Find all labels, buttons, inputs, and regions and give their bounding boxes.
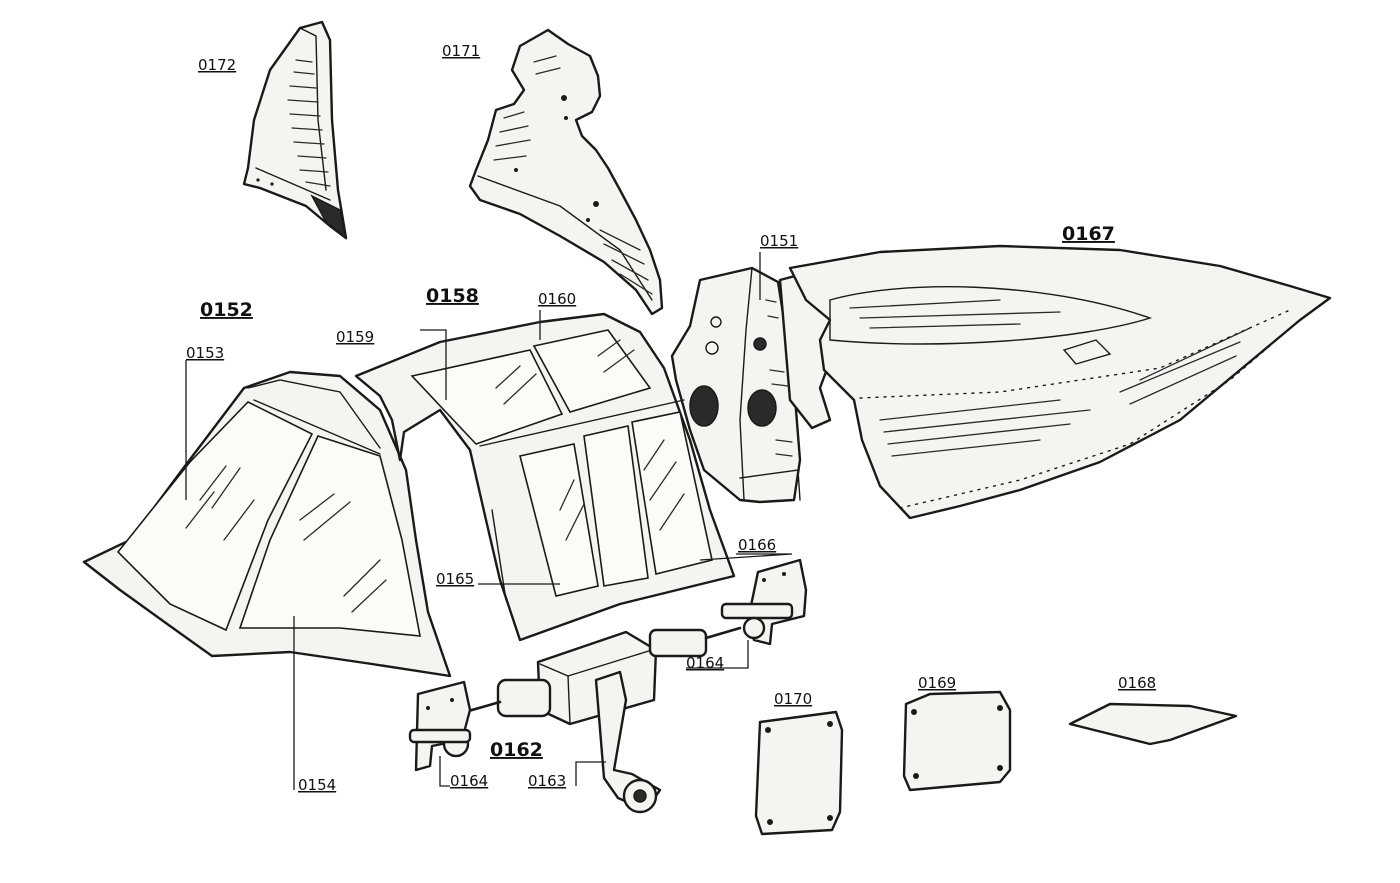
part-0164-hinge-left <box>408 680 472 772</box>
label-0172: 0172 <box>198 56 236 74</box>
label-0162: 0162 <box>490 739 543 761</box>
part-0169-cover-plate <box>902 690 1012 792</box>
part-0172-fairing <box>242 20 348 240</box>
label-0164-left: 0164 <box>450 772 488 790</box>
label-0159: 0159 <box>336 328 374 346</box>
part-0171-cowl-panel <box>468 28 664 316</box>
label-0158: 0158 <box>426 285 479 307</box>
part-0162-crank-gearbox <box>428 626 742 814</box>
label-0152: 0152 <box>200 299 253 321</box>
label-0153: 0153 <box>186 344 224 362</box>
label-0166: 0166 <box>738 536 776 554</box>
label-0170: 0170 <box>774 690 812 708</box>
label-0163: 0163 <box>528 772 566 790</box>
part-0158-sliding-canopy <box>354 312 736 642</box>
label-0160: 0160 <box>538 290 576 308</box>
label-0165: 0165 <box>436 570 474 588</box>
part-labels: 0172 0171 0167 0151 0152 0158 0160 0159 … <box>186 42 1156 794</box>
part-0152-front-canopy <box>82 370 452 678</box>
part-0167-nose-fairing <box>788 244 1332 520</box>
label-0154: 0154 <box>298 776 336 794</box>
label-0167: 0167 <box>1062 223 1115 245</box>
part-0168-plate <box>1068 702 1238 746</box>
label-0151: 0151 <box>760 232 798 250</box>
part-0170-cover-plate <box>754 710 844 836</box>
label-0171: 0171 <box>442 42 480 60</box>
part-0164-hinge-right <box>720 558 808 646</box>
label-0168: 0168 <box>1118 674 1156 692</box>
leader-lines <box>185 252 793 790</box>
label-0169: 0169 <box>918 674 956 692</box>
label-0164-right: 0164 <box>686 654 724 672</box>
